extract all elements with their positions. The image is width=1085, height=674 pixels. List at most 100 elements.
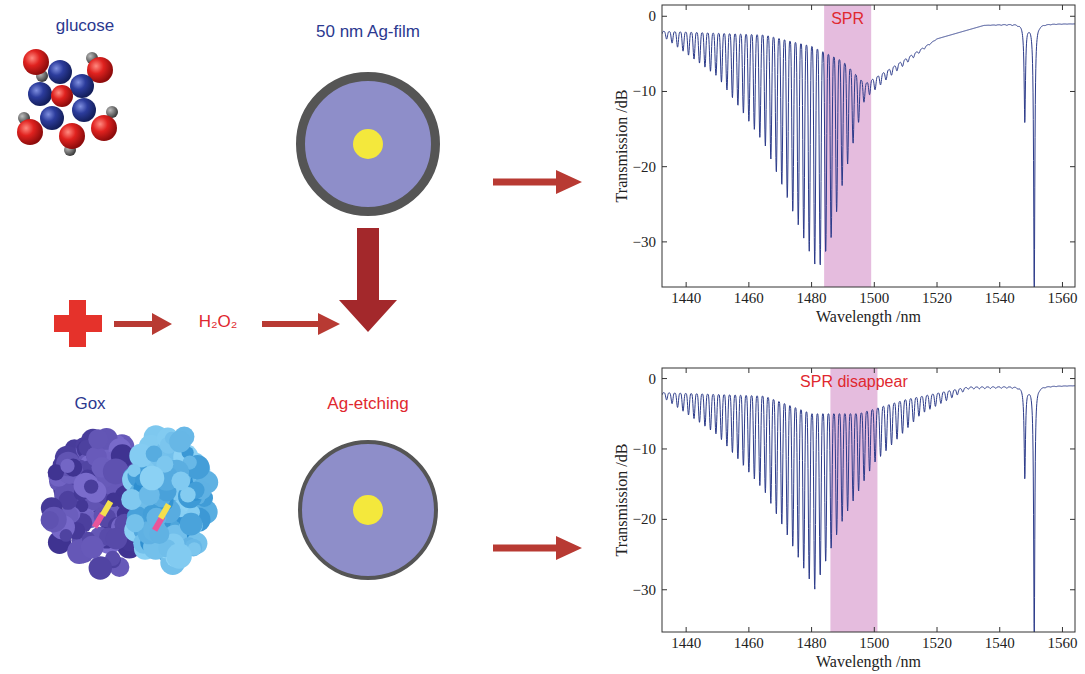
spr-band [824,5,871,287]
spectrum-chart: SPR Transmission /dB Wavelength /nm 0 −10 −20… [600,0,1085,330]
active-site [158,503,171,520]
tick-label: 1520 [922,636,952,651]
tick-label: −30 [633,582,656,597]
axis-title: Transmission /dB [614,90,630,203]
node-label: H₂O₂ [176,312,260,332]
chart-plot [600,0,1085,330]
tick-mark [662,91,1075,92]
tick-mark [662,519,1075,520]
reaction-arrow [262,313,340,335]
protein-blob [106,528,128,550]
tick-mark [1062,368,1063,632]
protein-blob [81,536,104,559]
tick-mark [811,368,812,632]
node-label: glucose [20,16,150,36]
fiber-cross-section: Ag-etching [288,394,448,586]
gox-protein [41,425,219,579]
protein-blob [121,489,142,510]
protein-blob [166,543,191,568]
tick-label: 1500 [859,291,889,306]
protein-blob [89,556,112,579]
axis-title: Wavelength /nm [816,309,921,325]
protein-blob [180,513,203,536]
atom-sphere [17,119,43,145]
tick-mark [937,368,938,632]
tick-label: 1540 [985,636,1015,651]
fiber-drawing [288,68,448,220]
tick-label: −10 [633,84,656,99]
tick-label: −10 [633,441,656,456]
tick-label: 1500 [859,636,889,651]
axis-title: Transmission /dB [614,444,630,557]
product-label: H₂O₂ [176,312,260,332]
molecule-label: glucose [20,16,150,36]
tick-mark [662,448,1075,449]
protein-blob [41,511,59,529]
fiber-cross-section: 50 nm Ag-film [288,22,448,220]
tick-label: 0 [649,9,657,24]
protein-blob [60,529,73,542]
protein-blob [84,479,98,493]
node-label: Ag-etching [288,394,448,414]
tick-label: 1480 [797,291,827,306]
plus-symbol [54,300,102,347]
band-label: SPR [831,11,864,27]
process-arrow [339,228,397,332]
protein-blob [126,514,144,532]
tick-label: 1480 [797,636,827,651]
atom-sphere [51,85,73,107]
tick-label: 1460 [734,291,764,306]
plot-frame [662,368,1075,632]
axis-ticks [662,368,1075,632]
tick-mark [874,5,875,287]
protein-blob [171,471,190,490]
tick-label: −20 [633,512,656,527]
tick-mark [662,589,1075,590]
tick-mark [937,5,938,287]
atom-sphere [48,60,72,84]
plus-bar [69,300,86,347]
tick-label: 1460 [734,636,764,651]
axis-title: Wavelength /nm [816,654,921,670]
transmission-curve [662,24,1075,287]
tick-mark [999,368,1000,632]
glucose-molecule [17,49,118,156]
node-label: 50 nm Ag-film [288,22,448,42]
transmission-curve [662,386,1075,632]
fiber-core [353,129,383,159]
protein-blob [41,507,67,533]
reaction-arrow [114,313,172,335]
atom-sphere [72,98,96,122]
tick-mark [811,5,812,287]
atom-sphere [23,49,49,75]
spectrum-chart: SPR disappearTransmission /dBWavelength … [600,362,1085,674]
plot-frame [662,5,1075,287]
tick-label: −20 [633,159,656,174]
tick-label: −30 [633,234,656,249]
tick-label: 1560 [1047,291,1077,306]
tick-mark [686,5,687,287]
process-arrow [493,536,582,560]
tick-label: 1540 [985,291,1015,306]
tick-label: 1440 [671,636,701,651]
fiber-drawing [288,434,448,586]
atom-sphere [40,106,64,130]
tick-mark [686,368,687,632]
protein-blob [169,431,191,453]
tick-mark [662,241,1075,242]
tick-label: 0 [649,371,657,386]
atom-sphere [91,115,117,141]
atom-sphere [59,123,85,149]
silver-film-ring [300,442,436,578]
atom-sphere [70,74,94,98]
tick-mark [999,5,1000,287]
protein-blob [74,473,99,498]
tick-label: 1440 [671,291,701,306]
tick-mark [662,166,1075,167]
process-arrow [493,170,582,194]
fiber-core [353,495,383,525]
chart-plot [600,362,1085,674]
